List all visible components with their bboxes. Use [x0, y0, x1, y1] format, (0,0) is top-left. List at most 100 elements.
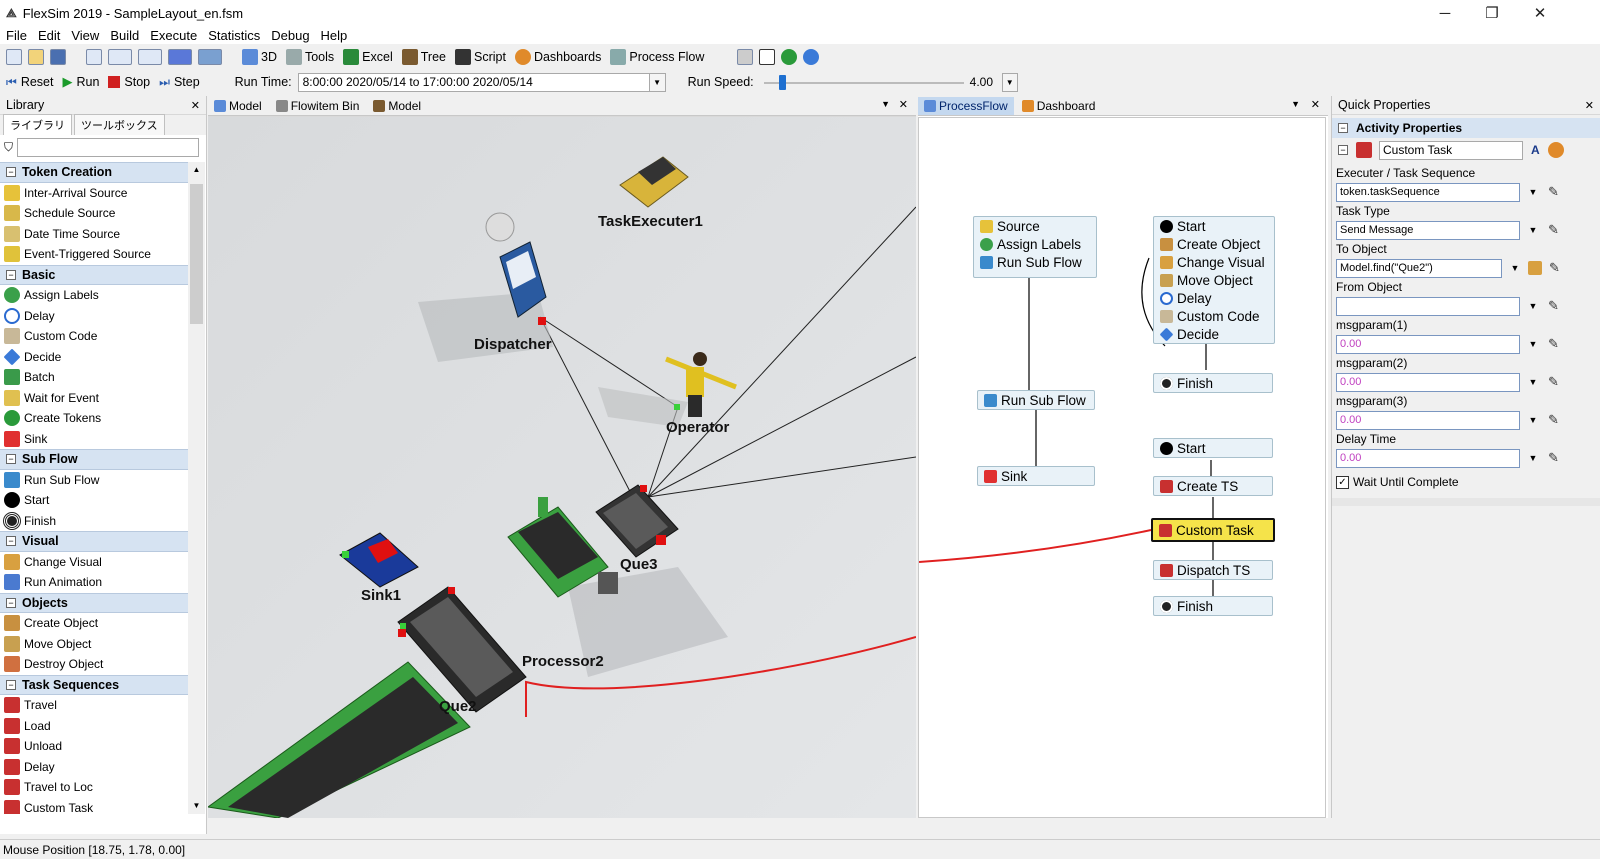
pf-tabs-close-icon[interactable]: ✕ — [1310, 99, 1320, 111]
pf-activity-run-sub-flow-2[interactable]: Run Sub Flow — [977, 390, 1095, 410]
disconnect-icon[interactable] — [138, 49, 162, 65]
toolbar-process-flow[interactable]: Process Flow — [610, 49, 704, 65]
menu-help[interactable]: Help — [320, 27, 348, 43]
font-icon[interactable]: A — [1531, 143, 1540, 157]
msgparam2-field[interactable]: 0.00 — [1336, 372, 1520, 392]
activity-properties-section[interactable]: − Activity Properties — [1332, 118, 1600, 138]
run-speed-slider[interactable] — [763, 73, 964, 92]
dropdown-arrow-icon[interactable]: ▼ — [1528, 301, 1538, 311]
toolbar-tree[interactable]: Tree — [401, 49, 446, 65]
list-item[interactable]: Travel — [0, 695, 188, 716]
model-tabs-close-icon[interactable]: ✕ — [898, 99, 908, 111]
menu-statistics[interactable]: Statistics — [208, 27, 261, 43]
to-object-field[interactable]: Model.find("Que2") — [1336, 258, 1502, 278]
delay-time-field[interactable]: 0.00 — [1336, 448, 1520, 468]
run-time-dropdown[interactable]: ▼ — [649, 72, 666, 92]
collapse-icon[interactable]: − — [1338, 145, 1348, 155]
pf-activity-source[interactable]: Source — [974, 217, 1096, 235]
pf-tabs-dropdown-icon[interactable]: ▼ — [1291, 99, 1300, 109]
select-mode-icon[interactable] — [168, 49, 192, 65]
category-objects[interactable]: −Objects — [0, 592, 188, 613]
close-button[interactable]: ✕ — [1533, 5, 1547, 22]
toolbar-dashboards[interactable]: Dashboards — [514, 49, 601, 65]
reset-button[interactable]: ⏮Reset — [6, 74, 54, 90]
group-icon[interactable] — [198, 49, 222, 65]
pf-activity-custom-task-selected[interactable]: Custom Task — [1151, 518, 1275, 542]
sampler-icon[interactable]: ✎ — [1548, 412, 1559, 427]
pf-activity-finish-2[interactable]: Finish — [1153, 596, 1273, 616]
list-item[interactable]: Decide — [0, 347, 188, 368]
process-flow-canvas[interactable]: Source Assign Labels Run Sub Flow Run Su… — [918, 117, 1326, 818]
dropdown-arrow-icon[interactable]: ▼ — [1528, 225, 1538, 235]
list-item[interactable]: Change Visual — [0, 552, 188, 573]
pf-activity-sink[interactable]: Sink — [977, 466, 1095, 486]
library-scroll-thumb[interactable] — [190, 184, 203, 324]
menu-execute[interactable]: Execute — [150, 27, 198, 43]
tab-toolbox[interactable]: ツールボックス — [74, 114, 165, 135]
menu-view[interactable]: View — [71, 27, 100, 43]
menu-edit[interactable]: Edit — [37, 27, 61, 43]
model-tabs-dropdown-icon[interactable]: ▼ — [881, 99, 890, 109]
menu-debug[interactable]: Debug — [271, 27, 310, 43]
step-button[interactable]: ⏭Step — [159, 74, 200, 90]
task-type-field[interactable]: Send Message — [1336, 220, 1520, 240]
toolbar-excel[interactable]: Excel — [343, 49, 393, 65]
pf-activity-create-ts[interactable]: Create TS — [1153, 476, 1273, 496]
tab-flowitem-bin[interactable]: Flowitem Bin — [270, 97, 366, 115]
list-item[interactable]: Load — [0, 716, 188, 737]
open-folder-icon[interactable] — [28, 49, 44, 65]
sampler-icon[interactable]: ✎ — [1549, 260, 1560, 275]
quick-properties-close-icon[interactable]: ✕ — [1584, 99, 1594, 112]
sampler-icon[interactable]: ✎ — [1548, 184, 1559, 199]
model-3d-scene[interactable]: TaskExecuter1 Dispatcher Operator Que3 S… — [208, 117, 916, 818]
library-scrollbar[interactable]: ▲ ▼ — [188, 162, 205, 814]
sampler-icon[interactable]: ✎ — [1548, 450, 1559, 465]
stop-button[interactable]: Stop — [108, 75, 150, 89]
category-visual[interactable]: −Visual — [0, 531, 188, 552]
connect-icon[interactable] — [108, 49, 132, 65]
list-item[interactable]: Unload — [0, 736, 188, 757]
list-item[interactable]: Travel to Loc — [0, 777, 188, 798]
toolbar-script[interactable]: Script — [455, 49, 506, 65]
sampler-icon[interactable]: ✎ — [1548, 336, 1559, 351]
toolbar-tools[interactable]: Tools — [285, 49, 334, 65]
category-token-creation[interactable]: −Token Creation — [0, 162, 188, 183]
run-time-field[interactable]: 8:00:00 2020/05/14 to 17:00:00 2020/05/1… — [297, 72, 650, 92]
sampler-icon[interactable]: ✎ — [1548, 374, 1559, 389]
list-item[interactable]: Delay — [0, 306, 188, 327]
list-item[interactable]: Create Tokens — [0, 408, 188, 429]
pf-activity-finish-1[interactable]: Finish — [1153, 373, 1273, 393]
pf-activity-create-object[interactable]: Create Object — [1154, 235, 1274, 253]
sampler-icon[interactable]: ✎ — [1548, 298, 1559, 313]
wait-until-complete-checkbox[interactable]: ✓ — [1336, 475, 1349, 489]
dropdown-arrow-icon[interactable]: ▼ — [1528, 453, 1538, 463]
list-item[interactable]: Run Sub Flow — [0, 470, 188, 491]
pf-activity-decide[interactable]: Decide — [1154, 325, 1274, 343]
library-filter-input[interactable] — [17, 137, 200, 157]
list-item[interactable]: Sink — [0, 429, 188, 450]
help-icon[interactable] — [781, 49, 798, 65]
list-item[interactable]: Run Animation — [0, 572, 188, 593]
tab-model[interactable]: Model — [208, 97, 268, 115]
object-picker-icon[interactable] — [1528, 261, 1542, 275]
globe-icon[interactable] — [803, 49, 820, 65]
list-item[interactable]: Date Time Source — [0, 224, 188, 245]
dropdown-arrow-icon[interactable]: ▼ — [1528, 339, 1538, 349]
library-close-icon[interactable]: ✕ — [190, 99, 200, 112]
list-item[interactable]: Create Object — [0, 613, 188, 634]
pf-block-start-group[interactable]: Start Create Object Change Visual Move O… — [1153, 216, 1275, 344]
pf-activity-assign-labels[interactable]: Assign Labels — [974, 235, 1096, 253]
run-speed-dropdown[interactable]: ▼ — [1001, 72, 1018, 92]
dropdown-arrow-icon[interactable]: ▼ — [1528, 187, 1538, 197]
category-sub-flow[interactable]: −Sub Flow — [0, 449, 188, 470]
pf-activity-dispatch-ts[interactable]: Dispatch TS — [1153, 560, 1273, 580]
window-icon[interactable] — [759, 49, 776, 65]
msgparam1-field[interactable]: 0.00 — [1336, 334, 1520, 354]
list-item[interactable]: Schedule Source — [0, 203, 188, 224]
activity-name-input[interactable]: Custom Task — [1379, 140, 1523, 160]
executer-field[interactable]: token.taskSequence — [1336, 182, 1520, 202]
pf-activity-change-visual[interactable]: Change Visual — [1154, 253, 1274, 271]
pf-activity-start-2[interactable]: Start — [1153, 438, 1273, 458]
new-file-icon[interactable] — [6, 49, 22, 65]
list-item[interactable]: Move Object — [0, 634, 188, 655]
